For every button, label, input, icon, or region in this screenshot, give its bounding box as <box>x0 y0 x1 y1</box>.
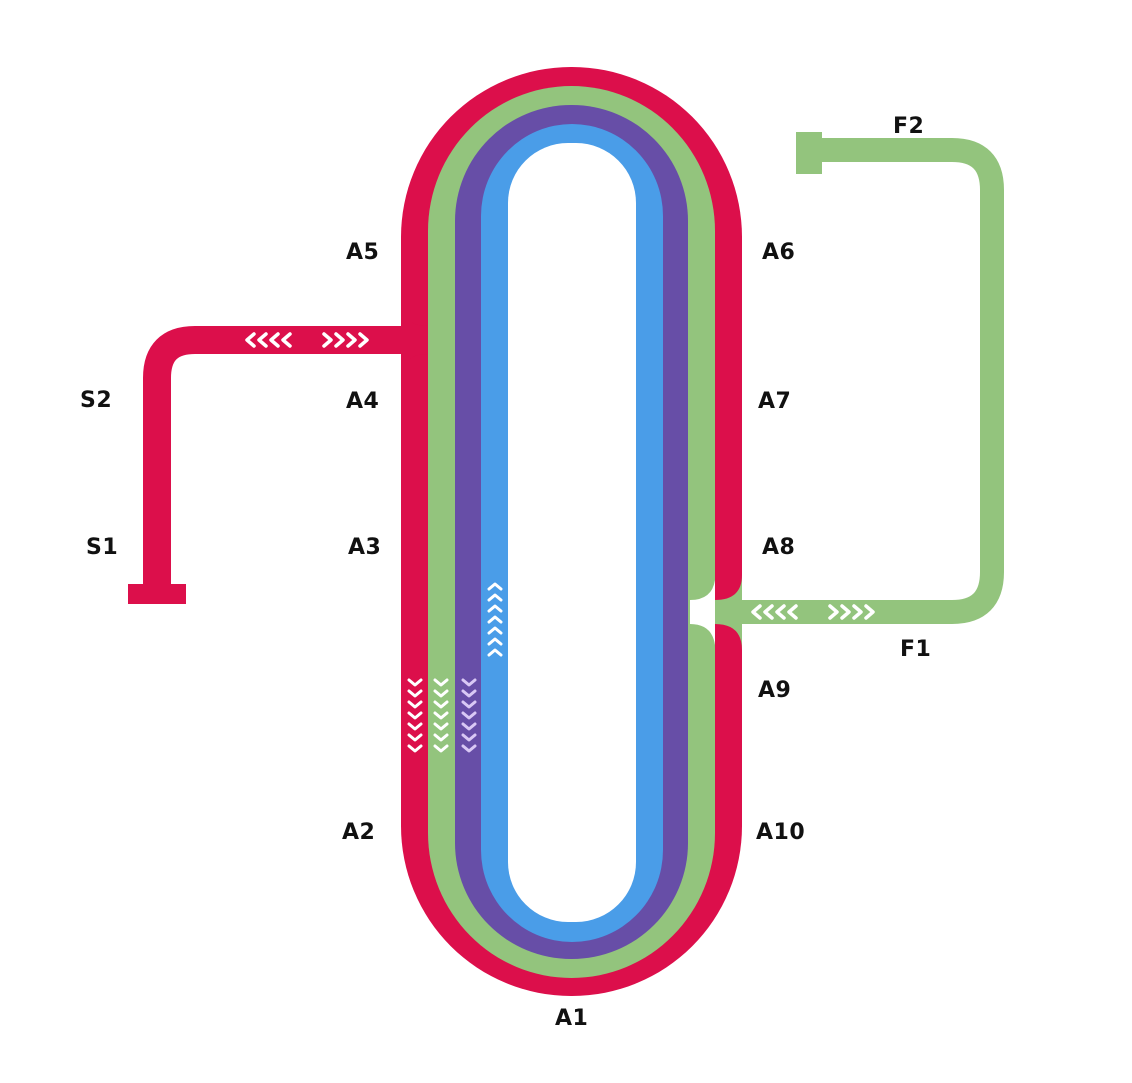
chevron-left-icon <box>751 604 762 620</box>
f-junction-gap <box>690 580 715 645</box>
chevron-left-icon <box>763 604 774 620</box>
chevron-up-icon <box>487 593 503 602</box>
green-branch-f-track <box>700 138 1004 624</box>
chevron-down-icon <box>407 711 423 720</box>
green-branch-f <box>700 132 1004 624</box>
loop-direction-arrows <box>407 582 503 753</box>
chevron-down-icon <box>461 744 477 753</box>
chevron-down-icon <box>461 733 477 742</box>
chevron-down-icon <box>461 700 477 709</box>
station-label-s2: S2 <box>80 388 112 413</box>
station-label-a7: A7 <box>758 389 791 414</box>
chevron-down-icon <box>461 722 477 731</box>
chevron-left-icon <box>787 604 798 620</box>
station-label-a9: A9 <box>758 678 791 703</box>
loop-center <box>508 143 636 922</box>
chevron-right-icon <box>852 604 863 620</box>
station-label-a2: A2 <box>342 820 375 845</box>
chevron-right-icon <box>840 604 851 620</box>
station-label-a4: A4 <box>346 389 379 414</box>
station-label-a10: A10 <box>756 820 805 845</box>
station-label-a8: A8 <box>762 535 795 560</box>
chevron-down-icon <box>433 678 449 687</box>
station-labels: A5 A4 A3 A2 A1 A6 A7 A8 A9 A10 S2 S1 F2 … <box>80 114 931 1031</box>
s-junction-notch <box>401 300 428 380</box>
chevron-right-icon <box>322 332 333 348</box>
f2-terminus-bar <box>796 132 822 174</box>
chevron-up-icon <box>487 626 503 635</box>
chevron-up-icon <box>487 582 503 591</box>
chevron-down-icon <box>433 744 449 753</box>
chevron-up-icon <box>487 648 503 657</box>
chevron-down-icon <box>461 689 477 698</box>
station-label-a6: A6 <box>762 240 795 265</box>
red-branch-s-track <box>143 319 440 592</box>
chevron-left-icon <box>257 332 268 348</box>
chevron-down-icon <box>433 733 449 742</box>
f-junction-notch <box>715 575 742 650</box>
chevron-left-icon <box>281 332 292 348</box>
chevron-right-icon <box>358 332 369 348</box>
chevron-left-icon <box>245 332 256 348</box>
red-branch-s <box>128 319 440 604</box>
s-branch-arrows <box>245 332 369 348</box>
chevron-down-icon <box>461 711 477 720</box>
chevron-down-icon <box>407 722 423 731</box>
station-label-a5: A5 <box>346 240 379 265</box>
chevron-right-icon <box>346 332 357 348</box>
chevron-right-icon <box>334 332 345 348</box>
station-label-f2: F2 <box>893 114 924 139</box>
chevron-left-icon <box>269 332 280 348</box>
chevron-down-icon <box>461 678 477 687</box>
chevron-down-icon <box>407 689 423 698</box>
chevron-down-icon <box>407 700 423 709</box>
chevron-down-icon <box>407 744 423 753</box>
chevron-up-icon <box>487 604 503 613</box>
f-branch-arrows <box>751 604 875 620</box>
chevron-right-icon <box>828 604 839 620</box>
s1-terminus-bar <box>128 584 186 604</box>
chevron-down-icon <box>433 711 449 720</box>
chevron-down-icon <box>407 678 423 687</box>
chevron-down-icon <box>407 733 423 742</box>
station-label-s1: S1 <box>86 535 118 560</box>
chevron-down-icon <box>433 722 449 731</box>
chevron-up-icon <box>487 637 503 646</box>
chevron-right-icon <box>864 604 875 620</box>
chevron-up-icon <box>487 615 503 624</box>
chevron-down-icon <box>433 689 449 698</box>
chevron-down-icon <box>433 700 449 709</box>
station-label-a1: A1 <box>555 1006 588 1031</box>
station-label-f1: F1 <box>900 637 931 662</box>
station-label-a3: A3 <box>348 535 381 560</box>
chevron-left-icon <box>775 604 786 620</box>
